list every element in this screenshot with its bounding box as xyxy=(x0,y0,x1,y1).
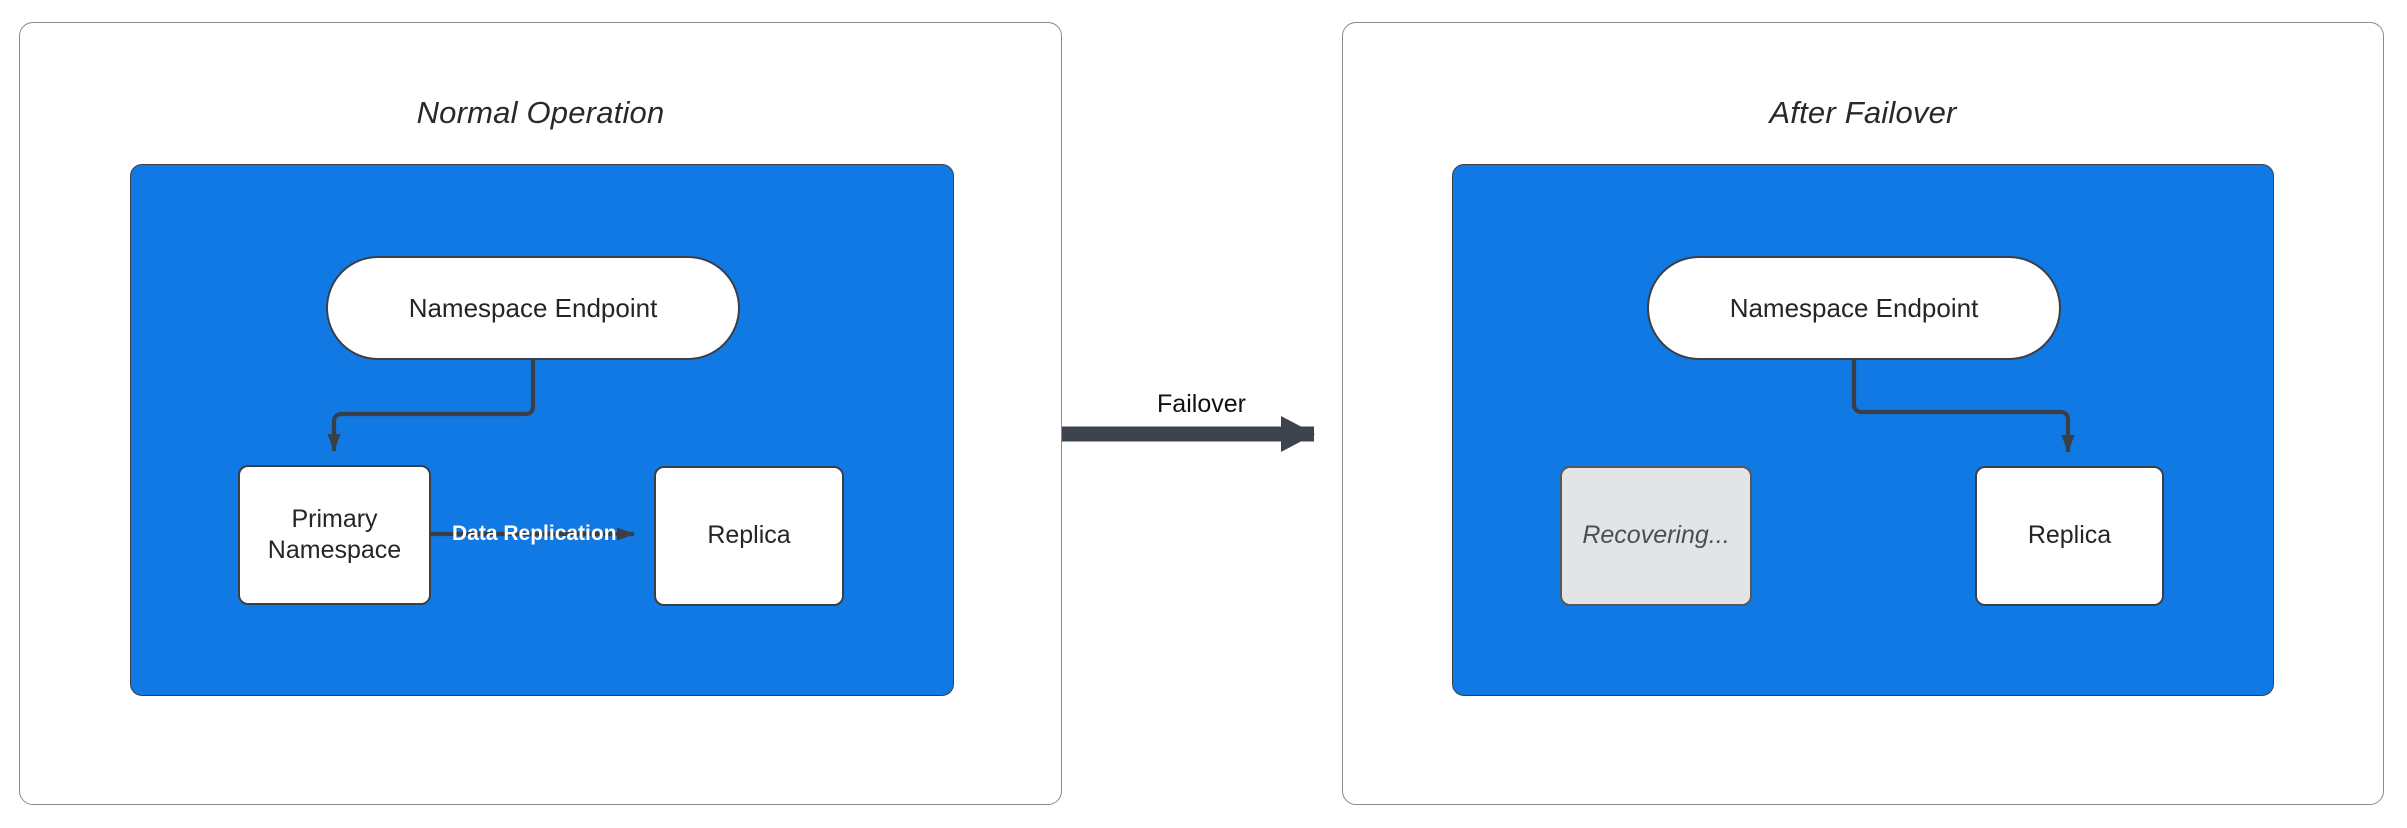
cluster-box-left xyxy=(130,164,954,696)
node-primary-namespace[interactable]: Primary Namespace xyxy=(238,465,431,605)
node-namespace-endpoint-left[interactable]: Namespace Endpoint xyxy=(326,256,740,360)
edge-label-failover: Failover xyxy=(1157,390,1246,418)
node-namespace-endpoint-right[interactable]: Namespace Endpoint xyxy=(1647,256,2061,360)
node-label: Primary Namespace xyxy=(268,504,401,567)
panel-left-title: Normal Operation xyxy=(416,95,665,130)
node-label: Recovering... xyxy=(1582,521,1730,550)
node-label: Namespace Endpoint xyxy=(1729,292,1979,323)
node-label: Replica xyxy=(2027,521,2112,550)
node-replica-right[interactable]: Replica xyxy=(1975,466,2164,606)
edge-label-data-replication: Data Replication xyxy=(452,522,617,545)
node-recovering[interactable]: Recovering... xyxy=(1560,466,1752,606)
cluster-box-right xyxy=(1452,164,2274,696)
node-label-line1: Primary xyxy=(291,504,378,533)
node-label-line2: Namespace xyxy=(267,536,402,564)
node-label: Namespace Endpoint xyxy=(408,292,658,323)
panel-right-title: After Failover xyxy=(1769,95,1957,130)
node-label: Replica xyxy=(707,521,791,550)
node-replica-left[interactable]: Replica xyxy=(654,466,844,606)
